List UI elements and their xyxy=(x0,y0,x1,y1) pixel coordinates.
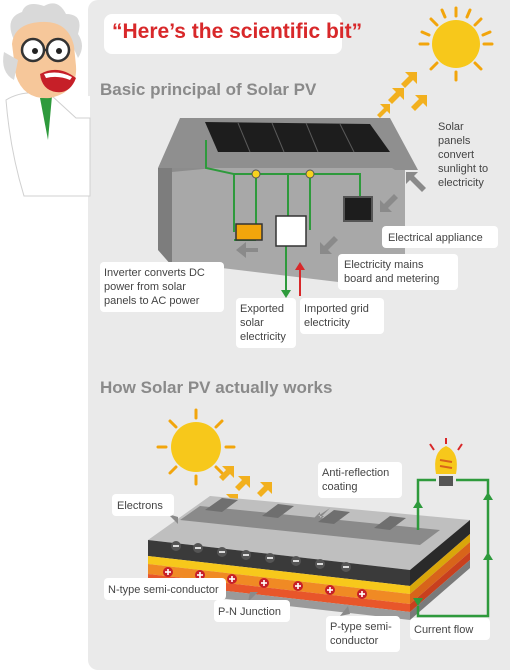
inverter-box xyxy=(235,223,263,241)
solar-panel-array xyxy=(205,122,390,152)
label-anti-reflection: Anti-reflection coating xyxy=(322,467,390,493)
appliance-screen xyxy=(343,196,373,222)
label-n-type-box xyxy=(104,578,226,600)
label-appliance-box xyxy=(382,226,498,248)
label-p-type: P-type semi- conductor xyxy=(330,621,392,647)
label-mains-box xyxy=(338,254,458,290)
light-bulb-icon xyxy=(429,438,463,486)
label-p-type-box xyxy=(326,616,400,652)
hole-markers xyxy=(163,567,367,599)
export-arrow xyxy=(281,290,291,298)
scientist-icon xyxy=(0,3,91,197)
label-exported: Exported solar electricity xyxy=(240,303,286,343)
label-anti-reflection-box xyxy=(318,462,402,498)
house-wiring xyxy=(205,140,361,292)
label-pn-junction-box xyxy=(214,600,290,622)
section1-title: Basic principal of Solar PV xyxy=(100,80,317,99)
label-pn-junction: P-N Junction xyxy=(218,606,281,618)
sun-icon xyxy=(418,6,494,82)
label-solar-panels: Solar panels convert sunlight to electri… xyxy=(438,121,489,189)
label-current-flow: Current flow xyxy=(414,624,474,636)
current-flow-arrows xyxy=(413,492,493,606)
speech-bubble xyxy=(104,14,342,54)
speech-text: “Here’s the scientific bit” xyxy=(112,20,363,43)
label-mains: Electricity mains board and metering xyxy=(344,259,440,285)
pv-cell-diagram xyxy=(148,496,470,620)
label-imported: Imported grid electricity xyxy=(304,303,369,329)
label-n-type: N-type semi-conductor xyxy=(108,584,219,596)
section2-title: How Solar PV actually works xyxy=(100,378,333,397)
import-arrow xyxy=(295,262,305,270)
light-bulb-icon xyxy=(305,169,315,179)
sunlight-arrows xyxy=(377,72,427,118)
label-inverter-box xyxy=(100,262,224,312)
electron-markers xyxy=(171,541,351,572)
label-exported-box xyxy=(236,298,296,348)
label-imported-box xyxy=(300,298,384,334)
label-appliance: Electrical appliance xyxy=(388,232,483,244)
pointer-arrows xyxy=(236,172,426,258)
label-inverter: Inverter converts DC power from solar pa… xyxy=(104,267,205,307)
sun-icon xyxy=(156,408,236,486)
current-flow-circuit xyxy=(416,478,490,618)
label-current-flow-box xyxy=(410,618,490,640)
label-electrons-box xyxy=(112,494,174,516)
label-electrons: Electrons xyxy=(117,500,163,512)
light-bulb-icon xyxy=(251,169,261,179)
mains-board-box xyxy=(275,215,307,247)
